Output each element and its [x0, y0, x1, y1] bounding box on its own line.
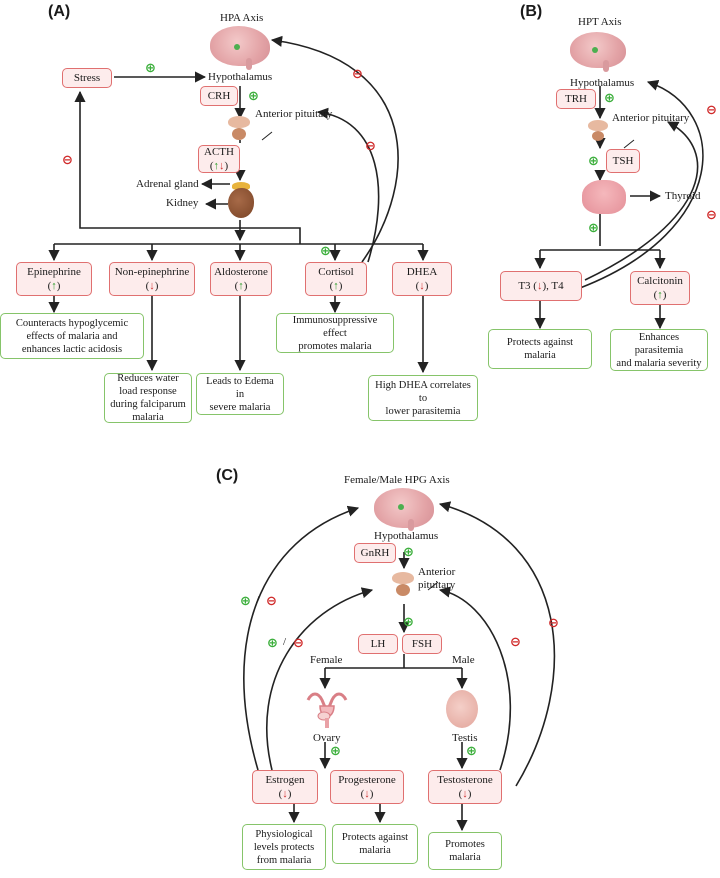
- hpa-anterior-pituitary: Anterior pituitary: [255, 108, 333, 120]
- cortisol-effect: Immunosuppressive effect promotes malari…: [276, 313, 394, 353]
- pituitary-icon: [232, 128, 246, 140]
- minus-sign: ⊖: [706, 208, 717, 223]
- hpa-hypothalamus: Hypothalamus: [208, 71, 273, 83]
- t3-t4-box: T3 (↓), T4: [500, 271, 582, 301]
- adrenal-kidney-icon: [232, 182, 250, 190]
- arrow-stress-feedback: [74, 90, 301, 244]
- progesterone-effect: Protects against malaria: [332, 824, 418, 864]
- male-label: Male: [452, 654, 475, 666]
- brain-icon: [570, 32, 626, 72]
- non-epinephrine-box: Non-epinephrine(↓): [109, 262, 195, 296]
- minus-sign: ⊖: [293, 636, 304, 651]
- plus-sign: ⊕: [320, 244, 331, 259]
- cortisol-feedback-hypothalamus: [270, 35, 399, 263]
- lh-box: LH: [358, 634, 398, 654]
- uterus-ovary-icon: [306, 692, 348, 728]
- epinephrine-box: Epinephrine(↑): [16, 262, 92, 296]
- t3-feedback-pituitary: [584, 121, 699, 281]
- pituitary-icon: [592, 131, 604, 141]
- t3-t4-effect: Protects against malaria: [488, 329, 592, 369]
- acth-box: ACTH (↑↓): [198, 145, 240, 173]
- ovary-label: Ovary: [313, 732, 341, 744]
- aldosterone-box: Aldosterone(↑): [210, 262, 272, 296]
- plus-sign: ⊕: [145, 61, 156, 76]
- adrenal-kidney-icon: [228, 188, 254, 218]
- plus-sign: ⊕: [588, 154, 599, 169]
- minus-sign: ⊖: [510, 635, 521, 650]
- dhea-effect: High DHEA correlates to lower parasitemi…: [368, 375, 478, 421]
- non-epinephrine-effect: Reduces water load response during falci…: [104, 373, 192, 423]
- estrogen-feedback-hypothalamus: [243, 505, 360, 771]
- thyroid-label: Thyroid: [665, 190, 701, 202]
- slash-separator: /: [256, 594, 260, 606]
- hpg-hypothalamus: Hypothalamus: [374, 530, 439, 542]
- testosterone-feedback-hypothalamus: [438, 501, 556, 787]
- plus-sign: ⊕: [403, 545, 414, 560]
- estrogen-feedback-pituitary: [266, 587, 374, 771]
- brain-icon: [374, 488, 434, 531]
- pituitary-icon: [228, 116, 250, 128]
- dhea-box: DHEA(↓): [392, 262, 452, 296]
- plus-sign: ⊕: [248, 89, 259, 104]
- thyroid-icon: [582, 180, 626, 214]
- hpa-title: HPA Axis: [220, 12, 264, 24]
- plus-sign: ⊕: [330, 744, 341, 759]
- testosterone-effect: Promotes malaria: [428, 832, 502, 870]
- stress-box: Stress: [62, 68, 112, 88]
- adrenal-gland-label: Adrenal gland: [136, 178, 199, 190]
- minus-sign: ⊖: [352, 67, 363, 82]
- fsh-box: FSH: [402, 634, 442, 654]
- hpt-title: HPT Axis: [578, 16, 622, 28]
- plus-sign: ⊕: [403, 615, 414, 630]
- pituitary-icon: [392, 572, 414, 584]
- slash-separator: /: [283, 636, 287, 648]
- pituitary-icon: [588, 120, 608, 131]
- plus-sign: ⊕: [604, 91, 615, 106]
- panel-label-c: (C): [216, 467, 239, 484]
- hpt-anterior-pituitary: Anterior pituitary: [612, 112, 690, 124]
- tsh-box: TSH: [606, 149, 640, 173]
- cortisol-feedback-pituitary: [316, 107, 380, 263]
- minus-sign: ⊖: [548, 616, 559, 631]
- plus-sign: ⊕: [466, 744, 477, 759]
- trh-box: TRH: [556, 89, 596, 109]
- minus-sign: ⊖: [365, 139, 376, 154]
- female-label: Female: [310, 654, 343, 666]
- hpg-title: Female/Male HPG Axis: [344, 474, 450, 486]
- calcitonin-box: Calcitonin(↑): [630, 271, 690, 305]
- hpg-anterior-pituitary: Anterior pituitary: [418, 566, 456, 591]
- kidney-label: Kidney: [166, 197, 199, 209]
- pituitary-icon: [396, 584, 410, 596]
- testosterone-feedback-pituitary: [438, 586, 512, 771]
- crh-box: CRH: [200, 86, 238, 106]
- minus-sign: ⊖: [62, 153, 73, 168]
- aldosterone-effect: Leads to Edema in severe malaria: [196, 373, 284, 415]
- panel-label-a: (A): [48, 3, 71, 20]
- hpt-hypothalamus: Hypothalamus: [570, 77, 635, 89]
- t3-feedback-hypothalamus: [579, 79, 704, 289]
- progesterone-box: Progesterone(↓): [330, 770, 404, 804]
- estrogen-effect: Physiological levels protects from malar…: [242, 824, 326, 870]
- testis-icon: [446, 690, 478, 728]
- plus-sign: ⊕: [240, 594, 251, 609]
- plus-sign: ⊕: [267, 636, 278, 651]
- testis-label: Testis: [452, 732, 478, 744]
- minus-sign: ⊖: [266, 594, 277, 609]
- calcitonin-effect: Enhances parasitemia and malaria severit…: [610, 329, 708, 371]
- epinephrine-effect: Counteracts hypoglycemic effects of mala…: [0, 313, 144, 359]
- panel-label-b: (B): [520, 3, 543, 20]
- estrogen-box: Estrogen(↓): [252, 770, 318, 804]
- brain-icon: [210, 26, 270, 70]
- gnrh-box: GnRH: [354, 543, 396, 563]
- cortisol-box: Cortisol(↑): [305, 262, 367, 296]
- minus-sign: ⊖: [706, 103, 717, 118]
- testosterone-box: Testosterone(↓): [428, 770, 502, 804]
- plus-sign: ⊕: [588, 221, 599, 236]
